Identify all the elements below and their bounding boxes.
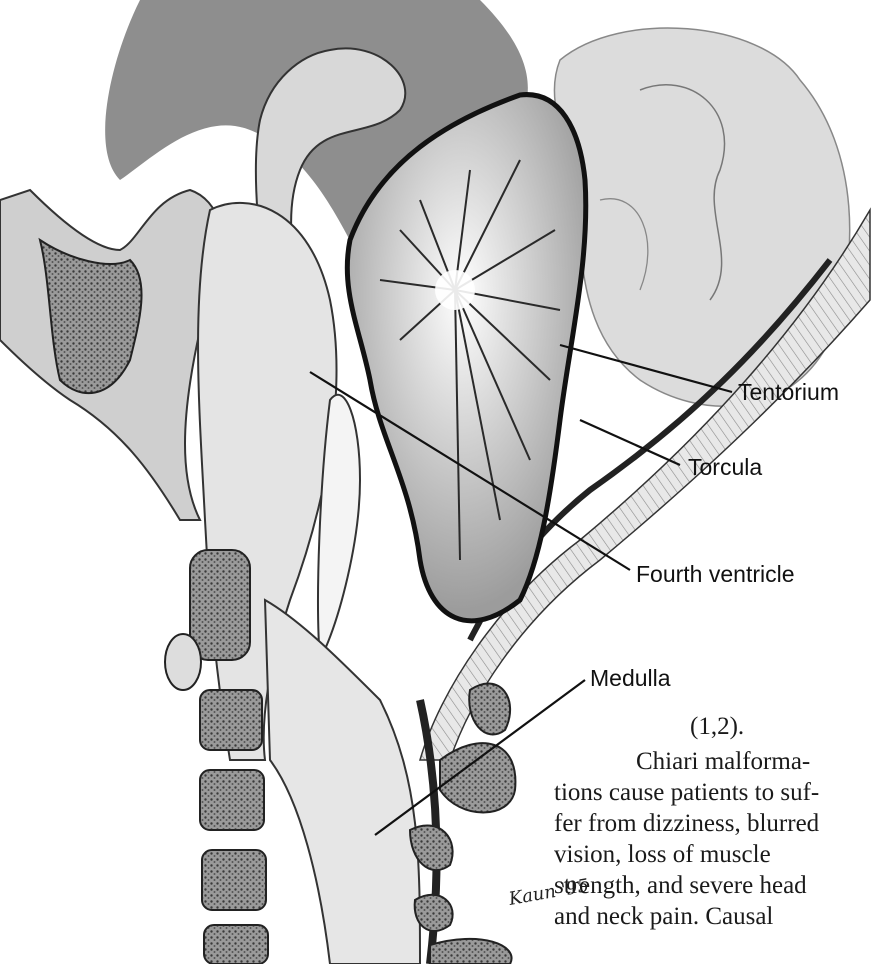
label-medulla: Medulla [590, 665, 671, 691]
citation-text: (1,2). [690, 712, 744, 742]
body-line-6: and neck pain. Causal [554, 902, 773, 932]
label-torcula: Torcula [688, 454, 762, 480]
anterior-arch [165, 634, 201, 690]
cerebellum-highlight [435, 270, 475, 310]
label-fourth-ventricle: Fourth ventricle [636, 561, 795, 587]
body-line-5: strength, and severe head [554, 871, 807, 901]
body-line-4: vision, loss of muscle [554, 840, 771, 870]
spinal-cord [265, 600, 420, 964]
body-line-2: tions cause patients to suf- [554, 778, 819, 808]
label-tentorium: Tentorium [738, 379, 839, 405]
body-line-3: fer from dizziness, blurred [554, 809, 819, 839]
body-line-1: Chiari malforma- [636, 747, 810, 777]
